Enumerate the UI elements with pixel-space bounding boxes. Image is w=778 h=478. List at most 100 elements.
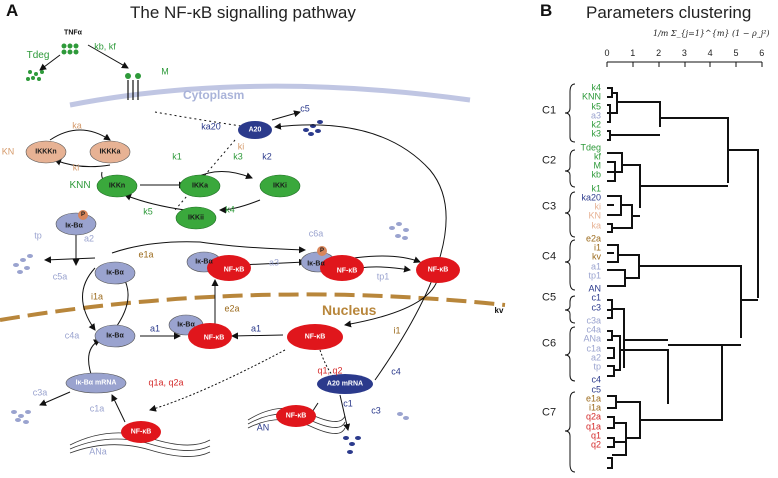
phospho-label-2: P [319, 248, 325, 254]
rate-kn: KN [1, 146, 15, 157]
node-a20-mrna-label: A20 mRNA [326, 380, 364, 388]
node-ikkn-label: IKKn [108, 182, 126, 190]
node-ikka-label: IKKa [192, 182, 208, 190]
rate-k2: k2 [262, 151, 272, 162]
cytoplasm-label: Cytoplasm [183, 88, 245, 102]
axis-tick-label: 6 [759, 48, 765, 58]
rate-c5a: c5a [52, 271, 68, 282]
rate-e2a: e2a [224, 303, 240, 314]
param-label-ana: ANa [583, 333, 601, 344]
param-label-kf: kf [593, 151, 601, 162]
ikba-mrna-degraded-icon [397, 412, 409, 420]
param-label-c1: c1 [591, 292, 601, 303]
node-ikkka [89, 140, 131, 164]
a20-mrna-degraded-icon [343, 436, 361, 454]
param-label-q2a: q2a [585, 411, 601, 422]
node-ikki [259, 174, 301, 198]
node-nfkb-nuc-label: NF-κB [203, 334, 225, 342]
panel-b-title: Parameters clustering [586, 3, 752, 22]
node-ikkka-label: IKKKa [99, 148, 121, 156]
rate-c3: c3 [371, 405, 381, 416]
rate-c4: c4 [391, 366, 401, 377]
ikk-nodes [25, 121, 301, 230]
param-label-e1a: e1a [585, 393, 601, 404]
param-label-e2a: e2a [585, 233, 601, 244]
rate-kbkf: kb, kf [94, 41, 116, 52]
node-ikba-p-label: Iκ-Bα [65, 222, 83, 230]
cluster-label-c5: C5 [542, 291, 557, 304]
node-ikba-nfkb-cyt-label: Iκ-Bα [195, 258, 213, 266]
rate-m: M [161, 66, 169, 77]
param-label-k2: k2 [591, 119, 601, 130]
param-label-c3a: c3a [586, 315, 601, 326]
param-label-c4a: c4a [586, 324, 601, 335]
node-nfkb-gene2 [276, 405, 316, 427]
param-label-knn: KNN [581, 91, 601, 102]
param-label-tp1: tp1 [588, 270, 601, 281]
panel-b-letter: B [540, 1, 553, 20]
node-ikka [179, 174, 221, 198]
rate-ki: ki [72, 162, 80, 173]
rate-tp1: tp1 [376, 271, 390, 282]
param-label-q1: q1 [590, 430, 601, 441]
param-label-kv: kv [592, 251, 601, 262]
rate-tp: tp [34, 230, 42, 241]
param-label-ki: ki [594, 201, 602, 212]
rate-an: AN [256, 422, 270, 433]
cluster-label-c4: C4 [542, 250, 557, 263]
node-ikba-mrna [65, 372, 127, 394]
node-ikba-nfkb-nuc-label: Iκ-Bα [177, 321, 195, 329]
param-label-an: AN [588, 283, 601, 294]
rate-c5: c5 [300, 103, 310, 114]
rate-ka20: ka20 [201, 121, 221, 132]
param-label-q1a: q1a [585, 421, 601, 431]
param-label-a1: a1 [590, 261, 601, 271]
axis-tick-label: 0 [604, 48, 610, 58]
rate-q1-q2: q1, q2 [317, 365, 343, 376]
param-label-k1: k1 [591, 183, 601, 193]
param-label-ka: ka [591, 220, 601, 230]
rate-c6a: c6a [308, 228, 324, 239]
cluster-label-c1: C1 [542, 104, 557, 117]
reaction-arrows [39, 44, 447, 431]
param-label-q2: q2 [590, 439, 601, 450]
rate-ana: ANa [89, 446, 107, 457]
dendrogram-tree [607, 87, 759, 469]
axis-formula: 1/m Σ_{j=1}^{m} (1 − ρ_j²) [653, 29, 770, 38]
node-nfkb-nuc-free [287, 324, 343, 350]
nucleus-label: Nucleus [322, 302, 377, 318]
param-label-c5: c5 [591, 384, 601, 394]
rate-a1-left: a1 [149, 323, 161, 334]
node-ikkkn-label: IKKKn [35, 148, 57, 156]
node-ikba-nfkb-cyt2-label: Iκ-Bα [307, 260, 325, 268]
node-ikba-nuc [94, 324, 136, 348]
param-label-k5: k5 [591, 101, 601, 111]
rate-ki-2: ki [237, 141, 245, 152]
rate-k4: k4 [225, 204, 235, 215]
nfkb-nodes [121, 255, 460, 443]
cluster-label-c7: C7 [542, 406, 557, 419]
node-ikba-cyt-label: Iκ-Bα [106, 269, 124, 277]
rate-tdeg: Tdeg [26, 50, 50, 61]
rate-knn: KNN [69, 180, 91, 191]
node-nfkb-cyt [207, 255, 251, 281]
node-nfkb-cyt2 [320, 255, 364, 281]
node-nfkb-gene1 [121, 421, 161, 443]
tnfa-degraded-icon [26, 70, 44, 81]
phospho-label: P [80, 212, 86, 218]
param-label-ka20: ka20 [581, 192, 601, 203]
rate-k1: k1 [172, 151, 182, 162]
param-label-a2: a2 [590, 352, 601, 363]
node-nfkb-gene1-label: NF-κB [130, 428, 152, 436]
node-a20-label: A20 [248, 126, 262, 134]
node-ikba-cyt [94, 261, 136, 285]
dendrogram-axis [606, 61, 763, 67]
node-ikba-mrna-label: Iκ-Bα mRNA [75, 379, 117, 387]
rate-c3a: c3a [32, 387, 48, 398]
node-a20 [238, 121, 272, 139]
node-nfkb-cyt2-label: NF-κB [336, 267, 358, 275]
node-nfkb-gene2-label: NF-κB [285, 412, 307, 420]
ikba-degraded-icon-2 [389, 222, 409, 240]
param-label-a3: a3 [590, 110, 601, 121]
rate-a1-right: a1 [250, 323, 262, 334]
